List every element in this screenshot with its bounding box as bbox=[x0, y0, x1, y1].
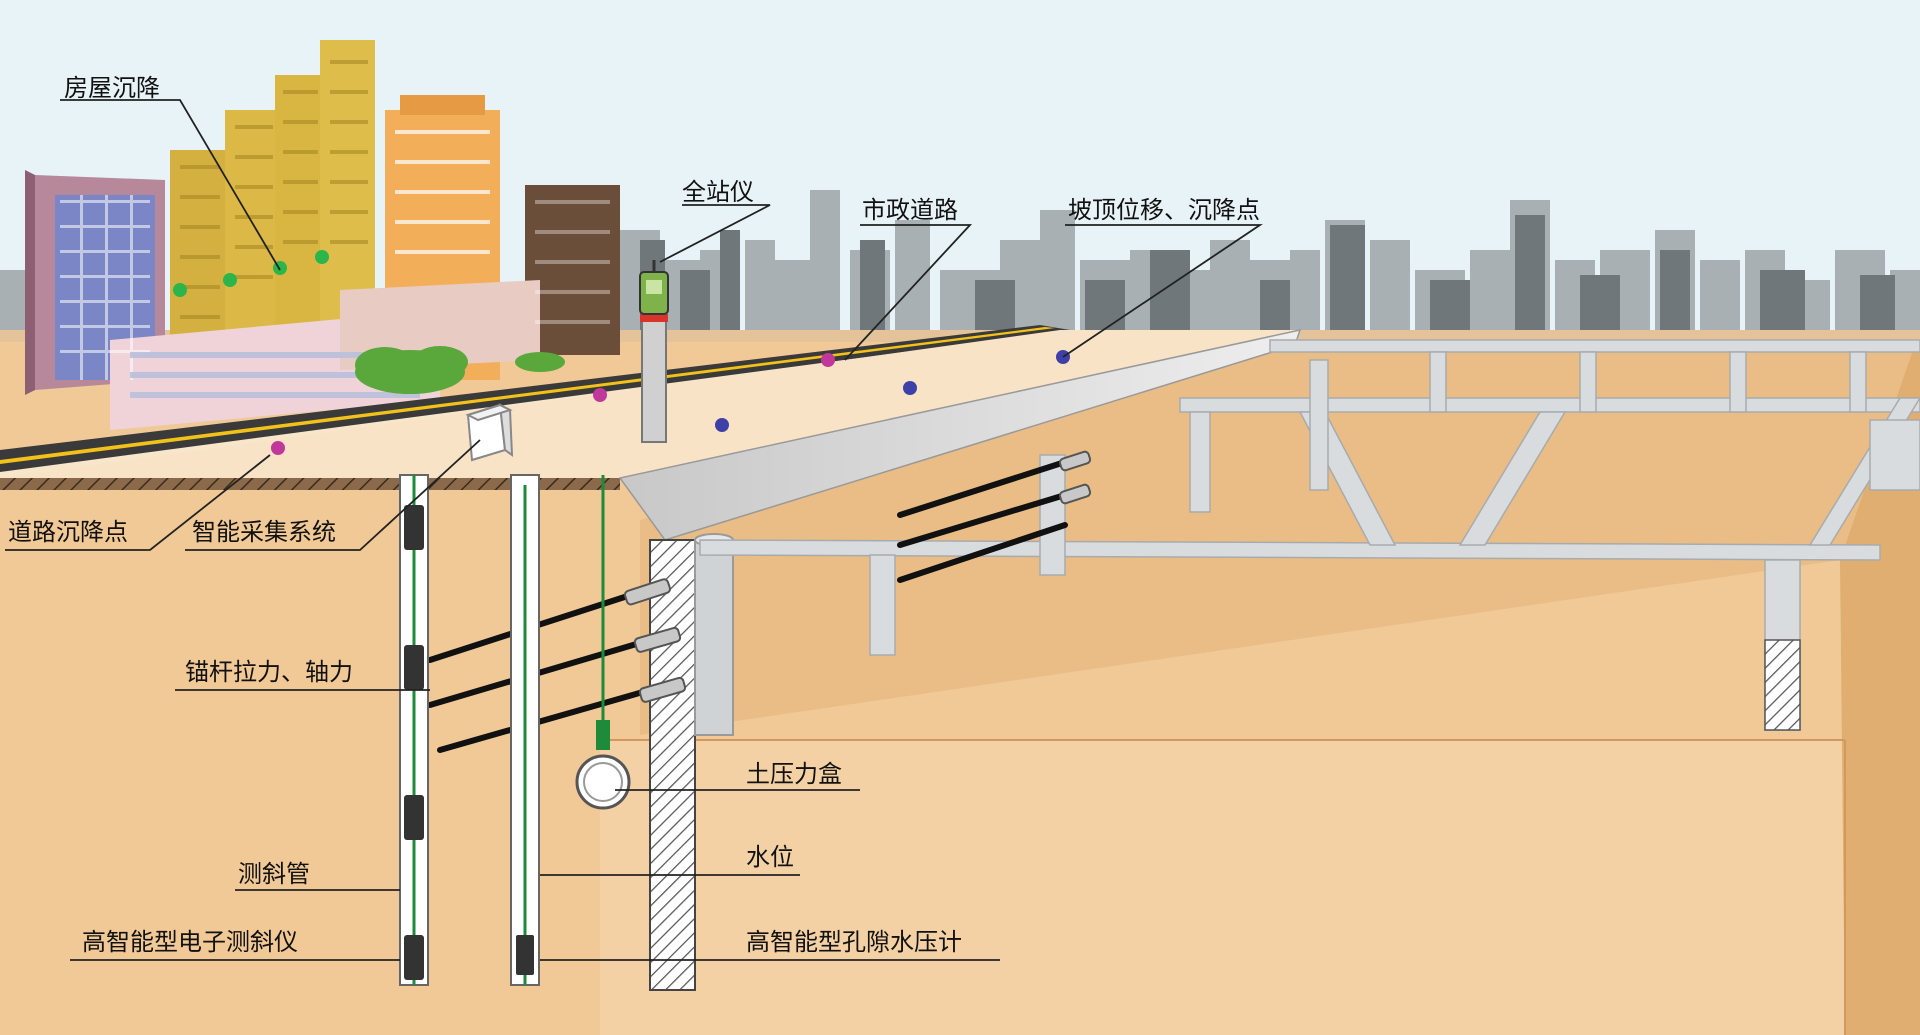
pit-wall-front bbox=[600, 740, 1845, 1035]
data-logger-icon bbox=[465, 403, 514, 462]
pit-right-wall bbox=[1840, 330, 1920, 1035]
label-electronic-inclinometer: 高智能型电子测斜仪 bbox=[82, 928, 298, 956]
steel-support bbox=[699, 339, 1920, 731]
label-smart-acquisition: 智能采集系统 bbox=[192, 518, 336, 546]
pile bbox=[694, 539, 734, 736]
label-municipal-road: 市政道路 bbox=[862, 196, 958, 224]
label-anchor-force: 锚杆拉力、轴力 bbox=[185, 658, 353, 686]
road-section bbox=[0, 478, 620, 490]
tree-icon bbox=[355, 346, 565, 394]
water-level-tube bbox=[510, 474, 540, 986]
city-skyline-dark bbox=[640, 215, 1895, 330]
label-slope-top: 坡顶位移、沉降点 bbox=[1068, 196, 1260, 224]
label-pore-pressure-gauge: 高智能型孔隙水压计 bbox=[746, 928, 962, 956]
retaining-wall bbox=[649, 539, 696, 991]
total-station-icon bbox=[639, 260, 669, 443]
label-total-station: 全站仪 bbox=[682, 178, 754, 206]
leader-lines bbox=[5, 99, 1263, 961]
building-windows bbox=[60, 195, 150, 380]
inclinometer-tube bbox=[399, 474, 429, 986]
label-water-level: 水位 bbox=[746, 843, 794, 871]
label-house-settlement: 房屋沉降 bbox=[64, 74, 160, 102]
anchor-heads bbox=[623, 450, 1092, 703]
settlement-markers bbox=[173, 250, 1070, 455]
label-inclinometer-tube: 测斜管 bbox=[238, 860, 310, 888]
label-earth-pressure: 土压力盒 bbox=[746, 760, 842, 788]
label-road-settlement: 道路沉降点 bbox=[8, 518, 128, 546]
